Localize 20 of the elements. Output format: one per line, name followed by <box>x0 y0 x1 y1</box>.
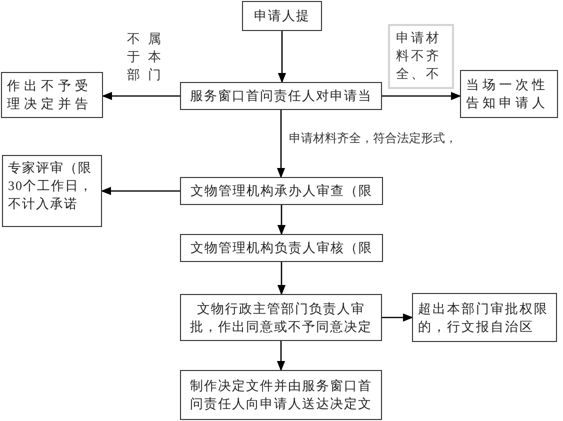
arrow <box>102 186 180 196</box>
process-box: 申请人提 <box>242 1 322 31</box>
process-box: 文物管理机构负责人审核（限 <box>180 234 383 262</box>
process-box: 超出本部门审批权限的，行文报自治区 <box>412 293 557 342</box>
arrow <box>382 92 460 100</box>
process-box: 作出不予受理决定并告 <box>1 72 103 118</box>
arrow <box>276 341 286 370</box>
arrow <box>277 205 286 234</box>
arrow <box>276 110 286 178</box>
edge-label: 申请材料不齐全、不 <box>388 24 454 89</box>
arrow <box>277 262 286 294</box>
process-box: 文物管理机构承办人审查（限 <box>180 177 383 205</box>
process-box: 文物行政主管部门负责人审批，作出同意或不予同意决定 <box>180 294 382 341</box>
arrow <box>102 92 180 100</box>
process-box: 当场一次性告知申请人 <box>460 70 558 118</box>
arrow <box>278 31 286 82</box>
process-box: 制作决定文件并由服务窗口首问责任人向申请人送达决定文 <box>180 370 382 420</box>
process-box: 服务窗口首问责任人对申请当 <box>180 82 382 110</box>
process-box: 专家评审（限30个工作日，不计入承诺 <box>2 155 102 227</box>
arrow <box>382 313 412 322</box>
